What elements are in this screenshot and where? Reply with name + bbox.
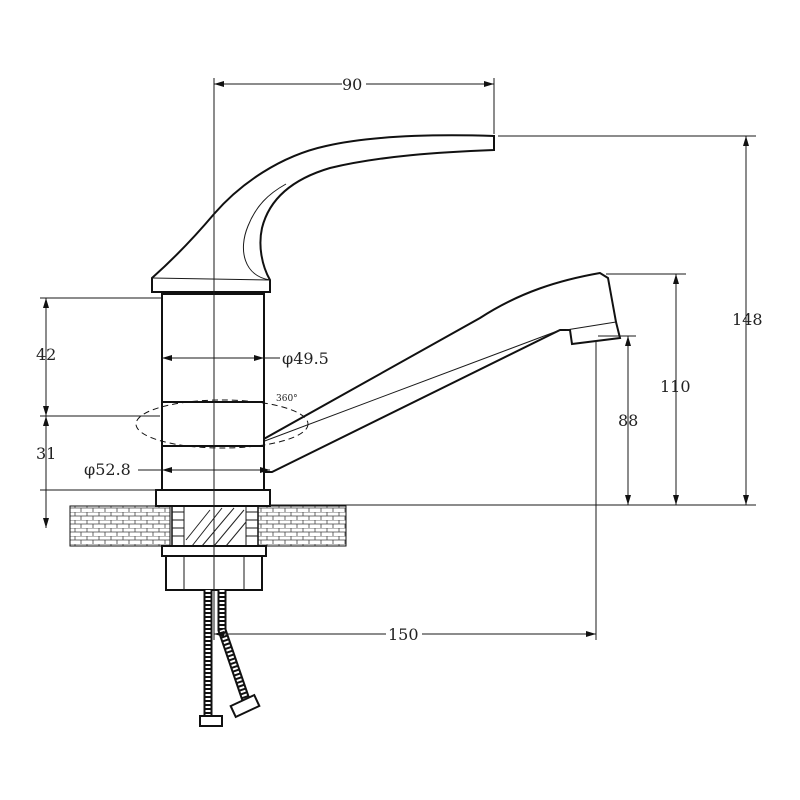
faucet-spout [261, 271, 622, 473]
dim-42-label: 42 [36, 345, 56, 364]
dim-49-5-label: φ49.5 [282, 349, 329, 368]
rotation-label: 360° [276, 394, 298, 404]
extension-lines [40, 78, 756, 640]
faucet-handle [151, 134, 495, 293]
dim-reach: 150 [214, 625, 596, 644]
rotation-ellipse [135, 399, 309, 449]
dim-lower-body: 31 [36, 416, 56, 528]
faucet-body [161, 293, 265, 491]
dim-total-height: 148 [732, 136, 763, 505]
dim-base-diameter: φ52.8 [84, 460, 270, 479]
dim-52-8-label: φ52.8 [84, 460, 131, 479]
dim-upper-body: 42 [36, 298, 56, 416]
threaded-shank [171, 505, 259, 547]
faucet-base [155, 489, 271, 507]
dim-body-diameter: φ49.5 [162, 349, 329, 368]
dim-90-label: 90 [342, 75, 362, 94]
supply-hoses [199, 590, 261, 727]
dim-150-label: 150 [388, 625, 419, 644]
dim-88-label: 88 [618, 411, 638, 430]
dim-31-label: 31 [36, 444, 56, 463]
dim-spout-height: 110 [660, 274, 691, 505]
dim-148-label: 148 [732, 310, 763, 329]
countertop [69, 505, 347, 547]
dim-top-width: 90 [214, 75, 494, 94]
dim-110-label: 110 [660, 377, 691, 396]
dim-outlet-height: 88 [618, 336, 638, 505]
